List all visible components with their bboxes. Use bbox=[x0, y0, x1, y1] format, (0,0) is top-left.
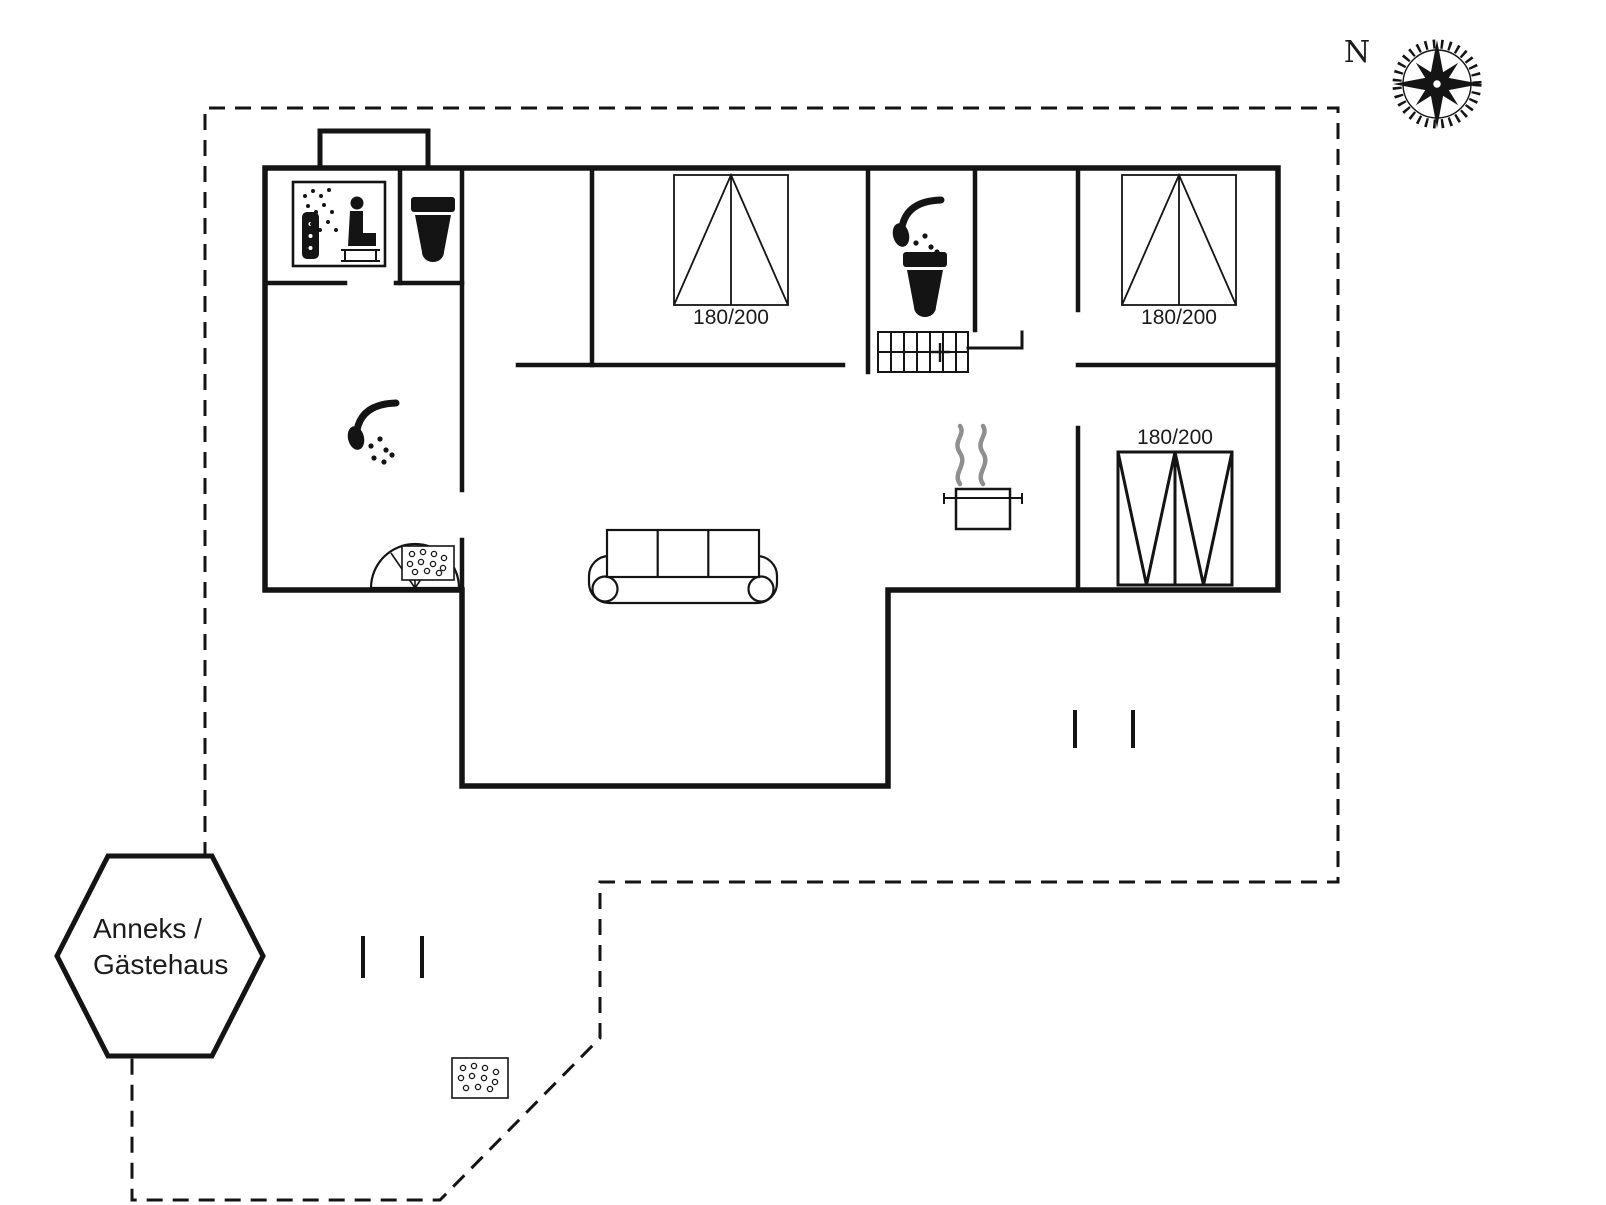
shower-icon bbox=[347, 399, 400, 465]
entry-marker bbox=[1073, 710, 1135, 748]
sauna-icon bbox=[291, 180, 387, 268]
steps-icon bbox=[877, 331, 969, 373]
entrance-porch bbox=[317, 128, 431, 171]
interior-walls bbox=[262, 165, 1281, 593]
bed-icon bbox=[1116, 450, 1234, 587]
compass-rose-icon bbox=[1392, 39, 1482, 129]
north-label: N bbox=[1344, 35, 1370, 70]
bed-size-label: 180/200 bbox=[1137, 426, 1213, 449]
bath-mat-icon bbox=[401, 545, 455, 581]
annex-label-line1: Anneks / bbox=[93, 913, 202, 944]
plot-boundary bbox=[130, 106, 1340, 1202]
bed-size-label: 180/200 bbox=[693, 306, 769, 329]
bed-icon bbox=[1121, 172, 1237, 306]
annex-hexagon bbox=[54, 853, 266, 1059]
stove-pot-icon bbox=[943, 423, 1023, 531]
toilet-icon bbox=[411, 197, 455, 262]
house-outer-walls bbox=[262, 165, 1281, 789]
toilet-icon bbox=[903, 252, 947, 317]
bed-size-label: 180/200 bbox=[1141, 306, 1217, 329]
bed-icon bbox=[673, 172, 789, 306]
sofa-icon bbox=[587, 528, 779, 605]
annex-label-line2: Gästehaus bbox=[93, 949, 228, 980]
grill-icon bbox=[451, 1057, 509, 1099]
entry-marker bbox=[361, 936, 424, 978]
